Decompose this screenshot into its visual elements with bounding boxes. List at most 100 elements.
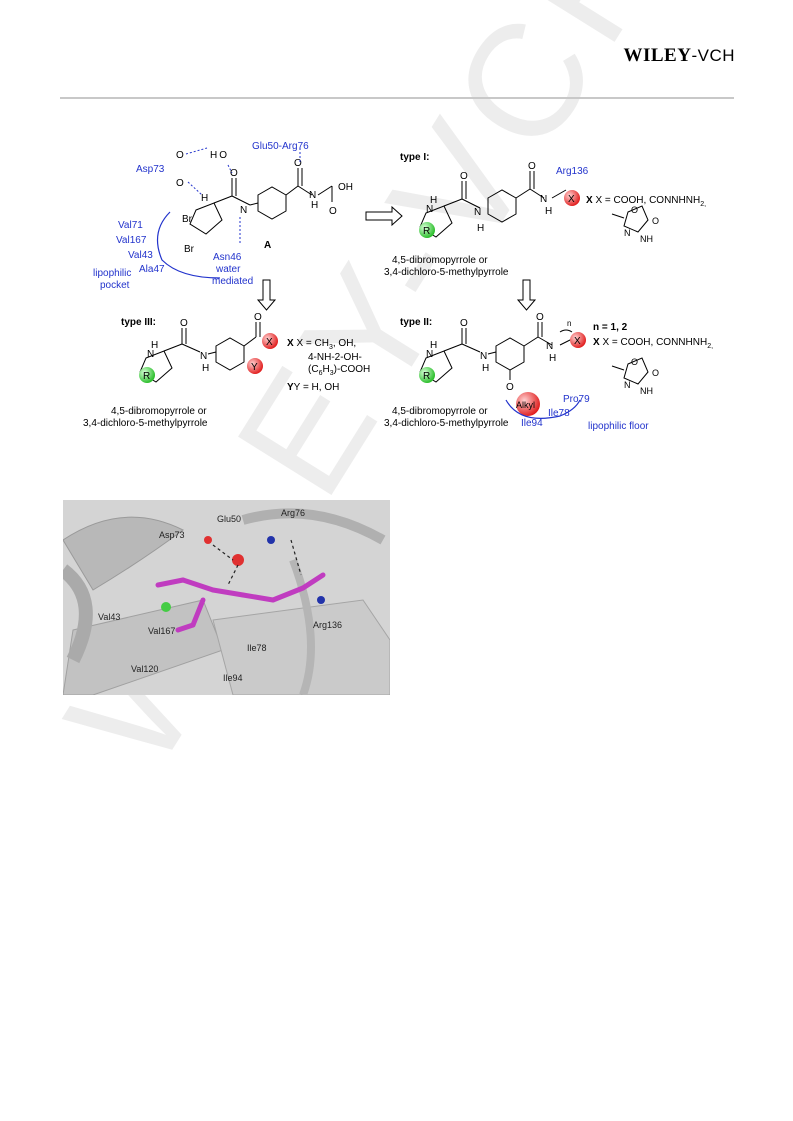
type3-atom-n-2: N [200, 351, 207, 362]
asp-atom-o-1: O [176, 150, 184, 161]
render-label-asp73: Asp73 [159, 530, 185, 540]
type2-atom-o-3: O [506, 382, 514, 393]
type2-atom-h-3: H [549, 353, 556, 364]
type3-atom-h: H [151, 340, 158, 351]
sar-scheme: Br Br H O N O N H OH O A O O H O Asp73 G… [83, 141, 713, 432]
type1-atom-h: H [430, 195, 437, 206]
type3-x-def-line2: 4-NH-2-OH- [308, 352, 362, 363]
render-label-val167: Val167 [148, 626, 175, 636]
compound-a-benzene-ring [257, 186, 287, 220]
residue-val71: Val71 [118, 220, 143, 231]
compound-a-atom-n-2: N [309, 190, 316, 201]
type2-x-def: X X = COOH, CONNHNH2, [593, 337, 713, 350]
type3-x-def-line3: (C6H3)-COOH [308, 364, 370, 377]
compound-a-atom-br-1: Br [182, 214, 193, 225]
type3-x-marker: X [266, 337, 273, 348]
type2-ile78: Ile78 [548, 408, 570, 419]
type2-x-marker: X [574, 336, 581, 347]
type3-r-sphere [139, 367, 155, 383]
mediated-label: mediated [212, 276, 253, 287]
type2-atom-n: N [426, 349, 433, 360]
logo-main: WILEY [623, 45, 692, 66]
compound-a-atom-h-2: H [311, 200, 318, 211]
type2-oxa-co: O [652, 368, 659, 378]
lipophilic-label: lipophilic [93, 268, 131, 279]
type3-x-sphere [262, 333, 278, 349]
type1-atom-h-3: H [545, 206, 552, 217]
residue-val167: Val167 [116, 235, 147, 246]
type2-x-sphere [570, 332, 586, 348]
type2-n-marker: n [567, 319, 571, 328]
type2-oxa-nh: NH [640, 386, 653, 396]
type1-atom-n-3: N [540, 194, 547, 205]
pocket-label: pocket [100, 280, 130, 291]
render-label-ile94: Ile94 [223, 673, 243, 683]
residue-ala47: Ala47 [139, 264, 165, 275]
type1-oxa-co: O [652, 216, 659, 226]
compound-a-atom-br-2: Br [184, 244, 195, 255]
arrow-to-type1 [365, 205, 403, 227]
type1-x-sphere [564, 190, 580, 206]
water-label: water [215, 264, 241, 275]
compound-a-atom-o-2: O [294, 158, 302, 169]
type2-atom-o-1: O [460, 318, 468, 329]
compound-a-atom-oh: OH [338, 182, 353, 193]
compound-a-atom-o-1: O [230, 168, 238, 179]
compound-a-atom-h: H [201, 193, 208, 204]
type1-oxa-nh: NH [640, 234, 653, 244]
compound-a-label: A [264, 240, 271, 251]
asp-atom-o-2: O [176, 178, 184, 189]
type3-atom-h-2: H [202, 363, 209, 374]
type2-pyrrole-line1: 4,5-dibromopyrrole or [392, 406, 488, 417]
type1-x-def: X X = COOH, CONNHNH2, [586, 195, 706, 208]
lipophilic-floor-arc [505, 399, 581, 419]
type3-atom-n: N [147, 349, 154, 360]
type2-pro79: Pro79 [563, 394, 590, 405]
type1-atom-n-2: N [474, 207, 481, 218]
type3-y-def: YY = H, OH [287, 382, 339, 393]
type1-atom-o-2: O [528, 161, 536, 172]
type2-ile94: Ile94 [521, 418, 543, 429]
water-molecule: H O [210, 150, 227, 161]
type1-title: type I: [400, 152, 429, 163]
type1-atom-h-2: H [477, 223, 484, 234]
type2-atom-o-2: O [536, 312, 544, 323]
type3-y-sphere [247, 358, 263, 374]
protein-ligand-render: Glu50 Arg76 Asp73 Val43 Val167 Val120 Il… [63, 500, 390, 695]
render-label-arg136: Arg136 [313, 620, 342, 630]
residue-asn46: Asn46 [213, 252, 242, 263]
type3-x-def-line1: X X = CH3, OH, [287, 338, 356, 351]
type1-oxa-o: O [631, 205, 638, 215]
render-label-ile78: Ile78 [247, 643, 267, 653]
type1-oxa-n: N [624, 228, 631, 238]
type2-oxa-o: O [631, 357, 638, 367]
type2-pyrrole-line2: 3,4-dichloro-5-methylpyrrole [384, 418, 509, 429]
residue-glu50-arg76: Glu50-Arg76 [252, 141, 309, 152]
type1-arg136: Arg136 [556, 166, 589, 177]
type3-atom-o-1: O [180, 318, 188, 329]
type2-oxa-n: N [624, 380, 631, 390]
compound-a-atom-o-3: O [329, 206, 337, 217]
type2-atom-n-3: N [546, 341, 553, 352]
type1-pyrrole-line2: 3,4-dichloro-5-methylpyrrole [384, 267, 509, 278]
type1-atom-o-1: O [460, 171, 468, 182]
type2-lipophilic-floor: lipophilic floor [588, 421, 649, 432]
type2-r-marker: R [423, 371, 430, 382]
type3-pyrrole-line2: 3,4-dichloro-5-methylpyrrole [83, 418, 208, 429]
type1-r-sphere [419, 222, 435, 238]
type2-atom-h: H [430, 340, 437, 351]
publisher-logo: WILEY-VCH [623, 45, 735, 67]
type1-oxadiazole [611, 205, 649, 233]
residue-asp73: Asp73 [136, 164, 165, 175]
type1-x-marker: X [568, 194, 575, 205]
compound-a-pyrrole-ring [189, 202, 223, 235]
lipophilic-pocket-arc [156, 211, 221, 279]
render-label-val120: Val120 [131, 664, 158, 674]
type3-r-marker: R [143, 371, 150, 382]
type1-r-marker: R [423, 226, 430, 237]
type2-oxadiazole [611, 357, 649, 385]
type2-n-def: n = 1, 2 [593, 322, 628, 333]
logo-suffix: -VCH [691, 46, 735, 65]
type3-atom-o-2: O [254, 312, 262, 323]
render-label-arg76: Arg76 [281, 508, 305, 518]
